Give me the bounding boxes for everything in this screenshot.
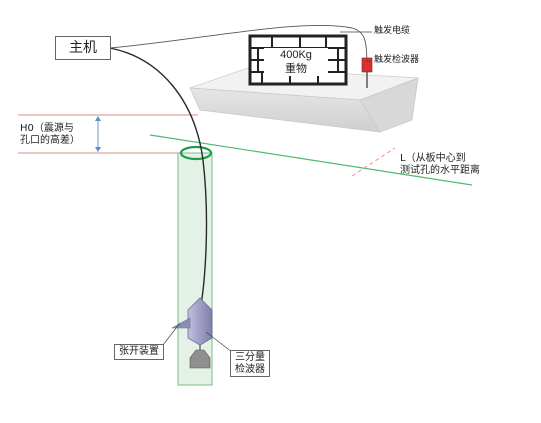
clamp-arm	[170, 317, 191, 329]
three-component-label-line2: 检波器	[235, 363, 265, 375]
h0-label-line1: H0（震源与	[20, 123, 74, 134]
trigger-cable-label: 触发电缆	[374, 26, 411, 36]
three-component-label-line1: 三分量	[235, 352, 265, 363]
trigger-sensor	[361, 57, 373, 88]
l-label-line1: L（从板中心到	[400, 153, 466, 164]
ground-reference-line	[149, 134, 473, 186]
weight-mass-label: 400Kg	[280, 49, 312, 61]
borehole	[177, 145, 213, 386]
clamp-label: 张开装置	[114, 344, 164, 360]
concrete-slab	[189, 67, 419, 133]
weight-name-label: 重物	[285, 63, 307, 75]
h0-label: H0（震源与 孔口的高差）	[20, 123, 80, 146]
h0-dimension	[18, 114, 198, 154]
l-label: L（从板中心到 测试孔的水平距离	[400, 153, 480, 176]
leader-lines	[162, 31, 372, 353]
weight-label: 400Kg 重物	[266, 48, 326, 76]
host-label: 主机	[55, 36, 111, 60]
borehole-opening-ring	[179, 145, 213, 161]
l-dimension	[351, 147, 396, 177]
weight-block	[248, 34, 348, 86]
trigger-sensor-label: 触发检波器	[374, 55, 420, 65]
main-signal-cable	[109, 47, 208, 306]
l-label-line2: 测试孔的水平距离	[400, 164, 480, 176]
cables	[109, 24, 368, 306]
three-component-probe	[170, 297, 213, 369]
three-component-label: 三分量 检波器	[230, 350, 270, 377]
probe-weight	[189, 349, 211, 369]
h0-label-line2: 孔口的高差）	[20, 134, 80, 146]
trigger-cable	[109, 24, 368, 61]
